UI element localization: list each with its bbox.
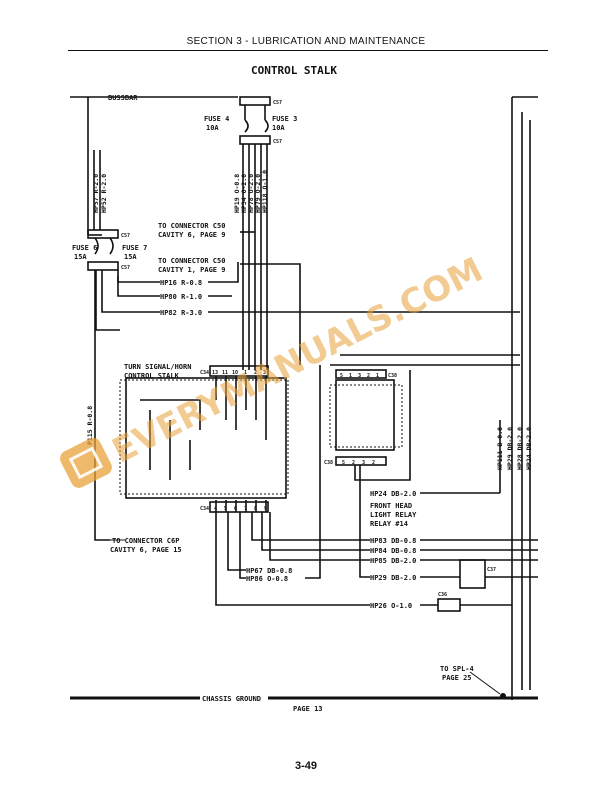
to-spl-line2: PAGE 25: [442, 674, 472, 682]
wire-hp16: HP16 R-0.8: [160, 279, 202, 287]
header-rule: [68, 50, 548, 51]
c34-top-pin: 2: [254, 370, 257, 376]
c38-top-pin: 5: [340, 373, 343, 379]
to-c6p-line1: TO CONNECTOR C6P: [112, 537, 179, 545]
c38-bottom-pin: 5: [342, 460, 345, 466]
fuse4-rating: 10A: [206, 124, 219, 132]
wire-hp86: HP86 O-0.8: [246, 575, 288, 583]
wire-hp34: HP34 O-2.0: [240, 174, 248, 213]
page-number: 3-49: [294, 760, 318, 772]
fuse3-label: FUSE 3: [272, 115, 297, 123]
relay-wire: HP24 DB-2.0: [370, 490, 416, 498]
c38-top-pin: 2: [367, 373, 370, 379]
fuse4-label: FUSE 4: [204, 115, 229, 123]
wire-p115: P115 R-0.8: [86, 406, 94, 445]
relay-label-1: FRONT HEAD: [370, 502, 412, 510]
wire-hp84: HP84 DB-0.8: [370, 547, 416, 555]
wire-hp57: HP57 R-2.0: [92, 174, 100, 213]
c34-top-pin: 10: [232, 370, 238, 376]
fuse7-label: FUSE 7: [122, 244, 147, 252]
section-header: SECTION 3 - LUBRICATION AND MAINTENANCE: [186, 36, 426, 47]
wire-hp29: HP29 DB-2.0: [370, 574, 416, 582]
c34-top-pin: 13: [212, 370, 218, 376]
watermark: EVERYMANUALS.COM: [60, 250, 489, 488]
conn-c57-left: C57: [121, 233, 130, 239]
wire-hp52: HP52 R-2.0: [100, 174, 108, 213]
page-ref: PAGE 13: [293, 705, 323, 713]
to-spl-line1: TO SPL-4: [440, 665, 474, 673]
wire-hp85: HP85 DB-2.0: [370, 557, 416, 565]
c34-top-pin: 3: [263, 370, 266, 376]
wire-hp24-vert: HP24 DB-2.0: [525, 427, 533, 470]
fuse7-rating: 15A: [124, 253, 137, 261]
c38-top-label: C38: [388, 373, 397, 379]
to-c50-cav1-line2: CAVITY 1, PAGE 9: [158, 266, 225, 274]
to-c50-cav1-line1: TO CONNECTOR C50: [158, 257, 225, 265]
relay-label-2: LIGHT RELAY: [370, 511, 417, 519]
wire-hp26: HP26 O-1.0: [370, 602, 412, 610]
c38-bottom-pin: 3: [362, 460, 365, 466]
c34-top-label: C34: [200, 370, 209, 376]
fuse6-label: FUSE 6: [72, 244, 97, 252]
c34-bottom-label: C34: [200, 506, 209, 512]
c34-bottom-pin: 8: [254, 506, 257, 512]
conn-c57-left2: C57: [121, 265, 130, 271]
turn-signal-label-2: CONTROL STALK: [124, 372, 180, 380]
c34-top-pin: 1: [244, 370, 247, 376]
wire-hp79: HP79 O-2.0: [254, 174, 262, 213]
fuse3-rating: 10A: [272, 124, 285, 132]
to-c6p-line2: CAVITY 6, PAGE 15: [110, 546, 182, 554]
wire-hp29-vert: HP29 DB-2.0: [506, 427, 514, 470]
watermark-logo-icon: [60, 437, 112, 488]
conn-c37: C37: [487, 567, 496, 573]
wire-hp78: HP78 O-2.0: [247, 174, 255, 213]
conn-c57-top: C57: [273, 100, 282, 106]
wire-hp118: HP118 O-1.0: [261, 170, 269, 213]
relay-label-3: RELAY #14: [370, 520, 408, 528]
wire-hp28: HP28 DB-2.0: [516, 427, 524, 470]
wire-hp83: HP83 DB-0.8: [370, 537, 416, 545]
to-c50-cav6-line2: CAVITY 6, PAGE 9: [158, 231, 225, 239]
wire-hp67: HP67 DB-0.8: [246, 567, 292, 575]
c38-top-pin: 1: [376, 373, 379, 379]
c34-bottom-pin: 4: [214, 506, 217, 512]
turn-signal-label-1: TURN SIGNAL/HORN: [124, 363, 191, 371]
wire-hp80: HP80 R-1.0: [160, 293, 202, 301]
c38-top-pin: 1: [349, 373, 352, 379]
bussbar-label: BUSSBAR: [108, 94, 138, 102]
diagram-title: CONTROL STALK: [251, 64, 337, 77]
c34-top-pin: 11: [222, 370, 228, 376]
conn-c36: C36: [438, 592, 447, 598]
c38-top-pin: 3: [358, 373, 361, 379]
wire-hp19: HP19 O-0.8: [233, 174, 241, 213]
fuse6-rating: 15A: [74, 253, 87, 261]
c34-bottom-pin: 6: [234, 506, 237, 512]
wire-hp111: HP111 B-0.8: [496, 427, 504, 470]
c38-bottom-label: C38: [324, 460, 333, 466]
c34-bottom-pin: 5: [224, 506, 227, 512]
chassis-ground-label: CHASSIS GROUND: [202, 695, 261, 703]
wire-hp82: HP82 R-3.0: [160, 309, 202, 317]
c34-bottom-pin: 7: [244, 506, 247, 512]
c38-bottom-pin: 2: [372, 460, 375, 466]
to-c50-cav6-line1: TO CONNECTOR C50: [158, 222, 225, 230]
c34-bottom-pin: 9: [264, 506, 267, 512]
c38-bottom-pin: 2: [352, 460, 355, 466]
conn-c57-mid: C57: [273, 139, 282, 145]
